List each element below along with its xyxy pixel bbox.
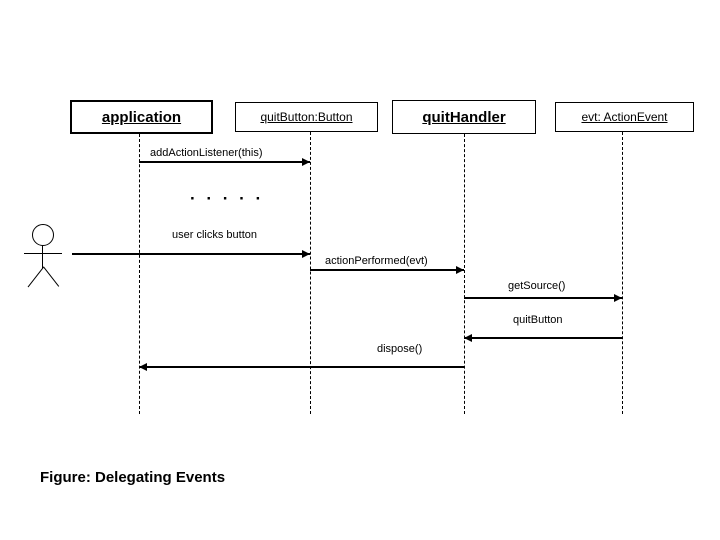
ellipsis-continuation: · · · · ·	[190, 189, 265, 208]
arrow-head-add-action-listener	[302, 158, 310, 166]
arrow-head-action-performed	[456, 266, 464, 274]
lifeline-application	[139, 134, 140, 414]
participant-label-quitbutton: quitButton:Button	[260, 110, 353, 124]
message-label-dispose: dispose()	[377, 343, 423, 355]
arrow-head-user-clicks-button	[302, 250, 310, 258]
message-line-user-clicks-button	[72, 253, 310, 255]
actor-body-line	[42, 245, 43, 268]
arrow-head-get-source	[614, 294, 622, 302]
participant-label-quithandler: quitHandler	[422, 108, 506, 126]
arrow-head-quitbutton-return	[464, 334, 472, 342]
participant-box-quitbutton[interactable]: quitButton:Button	[235, 102, 378, 132]
actor-head-icon	[32, 224, 54, 246]
participant-box-application[interactable]: application	[70, 100, 213, 134]
message-line-get-source	[464, 297, 622, 299]
participant-label-evt: evt: ActionEvent	[581, 110, 668, 124]
participant-label-application: application	[101, 108, 182, 126]
actor-leg-left	[27, 267, 44, 288]
message-line-action-performed	[310, 269, 464, 271]
message-label-quitbutton-return: quitButton	[513, 314, 563, 326]
arrow-head-dispose	[139, 363, 147, 371]
participant-box-quithandler[interactable]: quitHandler	[392, 100, 536, 134]
message-label-user-clicks-button: user clicks button	[172, 229, 257, 241]
message-line-dispose	[139, 366, 464, 368]
message-label-get-source: getSource()	[508, 280, 566, 292]
message-label-action-performed: actionPerformed(evt)	[325, 255, 428, 267]
message-line-add-action-listener	[139, 161, 310, 163]
lifeline-quitbutton	[310, 132, 311, 414]
actor-arms-line	[24, 253, 62, 254]
message-label-add-action-listener: addActionListener(this)	[150, 147, 263, 159]
participant-box-evt[interactable]: evt: ActionEvent	[555, 102, 694, 132]
figure-caption: Figure: Delegating Events	[40, 469, 226, 486]
actor-leg-right	[43, 266, 60, 287]
lifeline-evt	[622, 132, 623, 414]
message-line-quitbutton-return	[464, 337, 622, 339]
lifeline-quithandler	[464, 134, 465, 414]
actor-user[interactable]	[0, 0, 90, 300]
